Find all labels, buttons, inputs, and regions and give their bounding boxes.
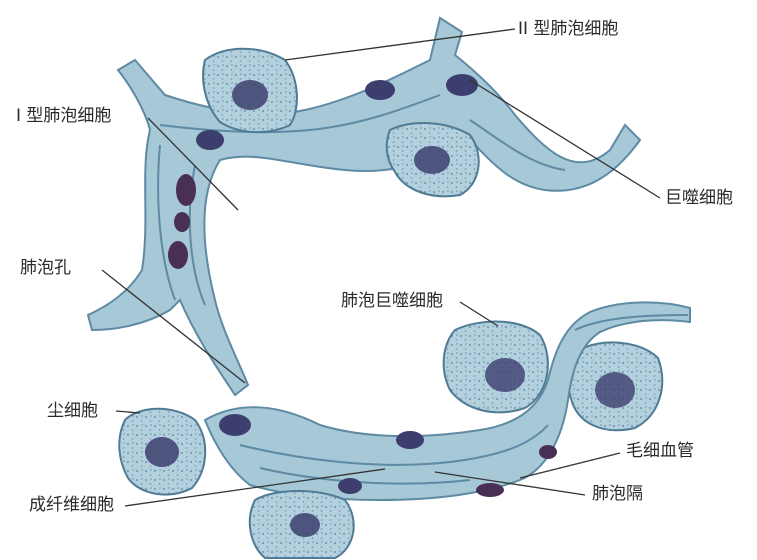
- label-alveolar-pore: 肺泡孔: [20, 260, 71, 277]
- rbc: [539, 445, 557, 459]
- label-macrophage: 巨噬细胞: [665, 190, 733, 207]
- rbc: [168, 241, 188, 269]
- type1-nucleus: [196, 130, 224, 150]
- leader-type2: [285, 29, 515, 60]
- label-alveolar-macrophage: 肺泡巨噬细胞: [341, 293, 443, 310]
- rbc: [176, 174, 196, 206]
- rbc: [174, 212, 190, 232]
- label-type2-alveolar-cell: II 型肺泡细胞: [518, 21, 618, 38]
- upper-alveolar-wall: [88, 18, 640, 395]
- rbc: [476, 483, 504, 497]
- label-dust-cell: 尘细胞: [47, 403, 98, 420]
- label-fibroblast: 成纤维细胞: [29, 497, 114, 514]
- label-capillary: 毛细血管: [626, 443, 694, 460]
- label-type1-alveolar-cell: I 型肺泡细胞: [16, 108, 111, 125]
- label-alveolar-septum: 肺泡隔: [592, 486, 643, 503]
